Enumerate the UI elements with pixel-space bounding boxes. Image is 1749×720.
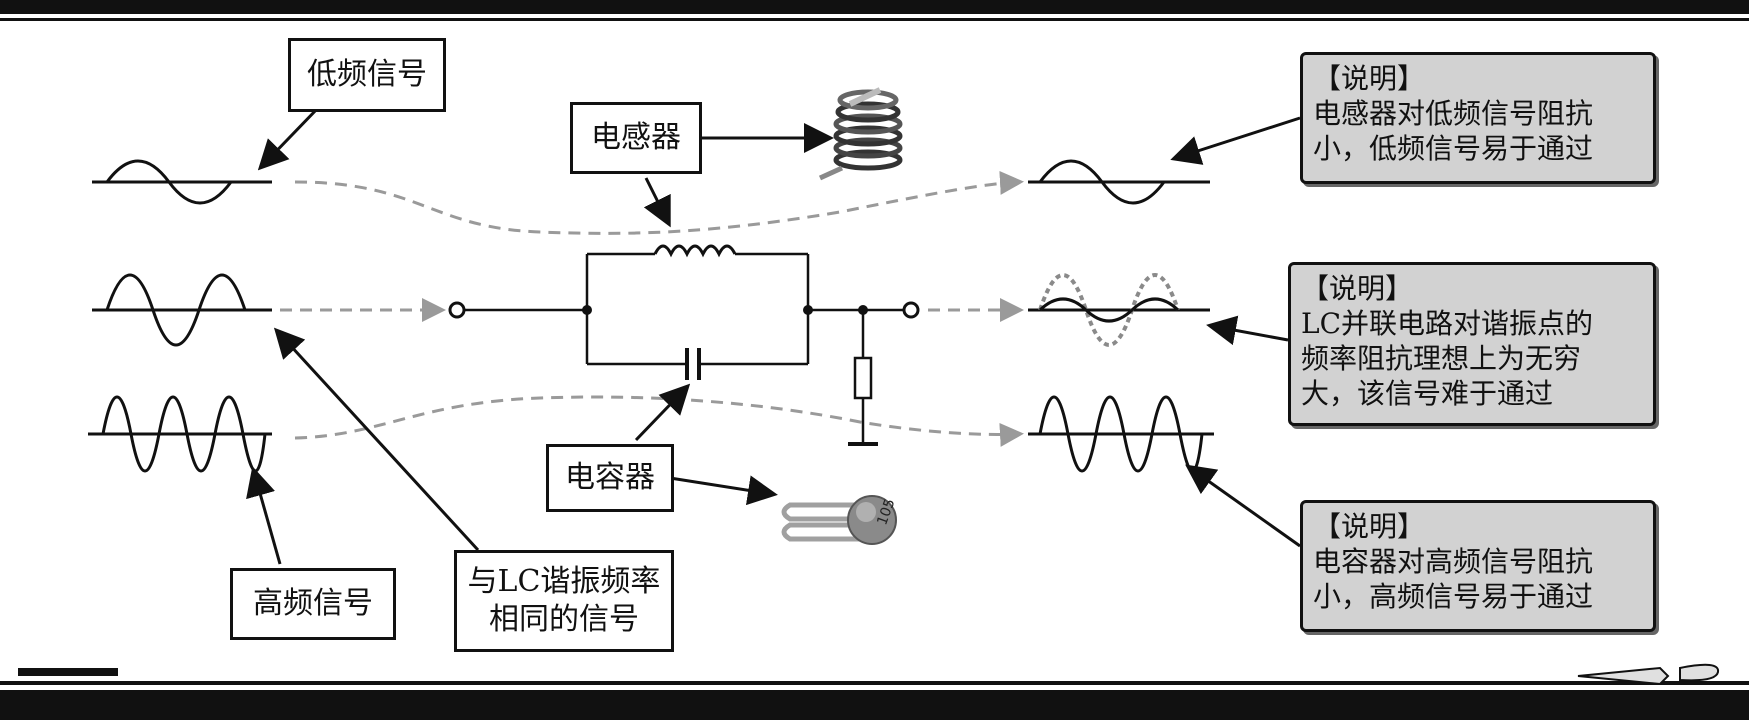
label-capacitor: 电容器 bbox=[546, 444, 674, 512]
label-high-freq-signal: 高频信号 bbox=[230, 568, 396, 640]
label-inductor: 电感器 bbox=[570, 102, 702, 174]
capacitor-photo: 105 bbox=[781, 495, 899, 545]
output-terminal bbox=[902, 301, 920, 319]
bottom-left-dash bbox=[18, 668, 118, 676]
bottom-border-bar bbox=[0, 690, 1749, 720]
note-title: 【说明】 bbox=[1313, 62, 1426, 95]
top-border-bar bbox=[0, 0, 1749, 14]
label-inductor-text: 电感器 bbox=[591, 120, 681, 155]
output-high-freq-wave bbox=[1028, 395, 1214, 473]
note-line: 大，该信号难于通过 bbox=[1301, 377, 1554, 410]
top-border-thin bbox=[0, 18, 1749, 21]
label-low-freq-text: 低频信号 bbox=[307, 57, 427, 92]
label-resonant-line-2: 相同的信号 bbox=[489, 602, 639, 637]
callout-arrows bbox=[246, 106, 1301, 565]
note-high-freq: 【说明】 电容器对高频信号阻抗 小，高频信号易于通过 bbox=[1300, 500, 1656, 632]
signal-paths bbox=[280, 170, 1024, 447]
note-title: 【说明】 bbox=[1301, 272, 1414, 305]
output-resonant-wave bbox=[1028, 273, 1210, 347]
inductor-photo bbox=[818, 87, 903, 181]
label-resonant-signal: 与LC谐振频率 相同的信号 bbox=[454, 550, 674, 652]
output-low-freq-wave bbox=[1028, 159, 1210, 205]
label-resonant-line-1: 与LC谐振频率 bbox=[467, 564, 661, 599]
label-low-freq-signal: 低频信号 bbox=[288, 38, 446, 112]
input-low-freq-wave bbox=[92, 159, 272, 205]
label-capacitor-text: 电容器 bbox=[565, 460, 655, 495]
note-low-freq: 【说明】 电感器对低频信号阻抗 小，低频信号易于通过 bbox=[1300, 52, 1656, 184]
note-line: 频率阻抗理想上为无穷 bbox=[1301, 342, 1582, 375]
circuit-nodes bbox=[582, 305, 868, 315]
input-high-freq-wave bbox=[88, 395, 272, 473]
note-line: 小，高频信号易于通过 bbox=[1313, 580, 1594, 613]
note-title: 【说明】 bbox=[1313, 510, 1426, 543]
note-line: LC并联电路对谐振点的 bbox=[1301, 307, 1594, 340]
note-resonant: 【说明】 LC并联电路对谐振点的 频率阻抗理想上为无穷 大，该信号难于通过 bbox=[1288, 262, 1656, 426]
pencil-icon bbox=[1577, 663, 1720, 686]
note-line: 小，低频信号易于通过 bbox=[1313, 132, 1594, 165]
lc-circuit bbox=[463, 244, 905, 446]
input-terminal bbox=[448, 301, 466, 319]
bottom-border-thin bbox=[0, 681, 1749, 685]
note-line: 电容器对高频信号阻抗 bbox=[1313, 545, 1594, 578]
input-resonant-wave bbox=[92, 273, 272, 347]
note-line: 电感器对低频信号阻抗 bbox=[1313, 97, 1594, 130]
bottom-right-block bbox=[1548, 700, 1688, 720]
label-high-freq-text: 高频信号 bbox=[253, 586, 373, 621]
